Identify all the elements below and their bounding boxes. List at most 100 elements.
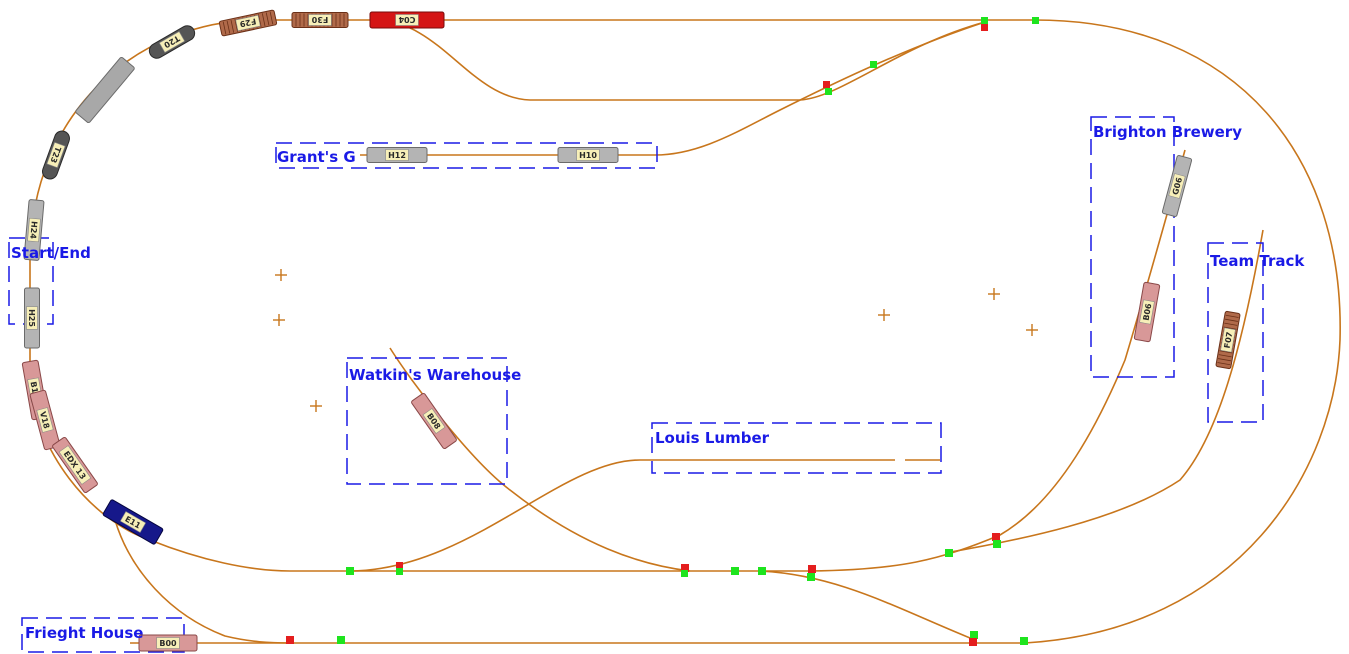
car-rib bbox=[1225, 318, 1238, 322]
watkins-spur-track[interactable] bbox=[389, 347, 691, 572]
signal-red[interactable] bbox=[396, 562, 403, 569]
car-label: H10 bbox=[579, 151, 597, 160]
industry-box-brighton[interactable] bbox=[1090, 116, 1175, 378]
car-rib bbox=[230, 19, 235, 33]
lower-crossover-track[interactable] bbox=[759, 570, 976, 641]
car-label-plate bbox=[385, 149, 409, 161]
car-t23[interactable]: T23 bbox=[40, 129, 71, 181]
signal-green[interactable] bbox=[396, 568, 403, 575]
industry-box-louis[interactable] bbox=[651, 422, 942, 474]
signal-green[interactable] bbox=[1032, 17, 1039, 24]
car-c04[interactable]: C04 bbox=[369, 11, 445, 29]
signal-green[interactable] bbox=[970, 631, 978, 639]
plus-marker[interactable] bbox=[310, 400, 322, 412]
label-frieght-house: Frieght House bbox=[25, 624, 143, 642]
signal-green[interactable] bbox=[731, 567, 739, 575]
car-rib bbox=[269, 11, 274, 25]
industry-labels: Grant's G Start/End Watkin's Warehouse L… bbox=[11, 123, 1305, 642]
label-louis: Louis Lumber bbox=[655, 429, 770, 447]
signal-green[interactable] bbox=[870, 61, 877, 68]
car-t20[interactable]: T20 bbox=[147, 23, 198, 61]
car-label: H12 bbox=[388, 151, 406, 160]
car-rib bbox=[1218, 358, 1231, 362]
car-label-plate bbox=[27, 217, 41, 243]
signal-green[interactable] bbox=[758, 567, 766, 575]
car-label: C04 bbox=[398, 15, 415, 24]
brighton-spur-track[interactable] bbox=[809, 149, 1186, 572]
signal-green[interactable] bbox=[993, 540, 1001, 548]
car-label-plate bbox=[235, 14, 261, 32]
car-v18[interactable]: V18 bbox=[29, 389, 61, 451]
signal-green[interactable] bbox=[346, 567, 354, 575]
signal-red[interactable] bbox=[992, 533, 1000, 541]
signal-red[interactable] bbox=[823, 81, 830, 88]
car-e11-engine[interactable]: E11 bbox=[102, 499, 164, 545]
industry-box-watkins[interactable] bbox=[346, 357, 508, 485]
car-label-plate bbox=[156, 637, 180, 649]
team-track-spur-track[interactable] bbox=[944, 229, 1264, 554]
car-label-plate bbox=[576, 149, 600, 161]
signal-green[interactable] bbox=[681, 570, 688, 577]
car-label: V18 bbox=[38, 411, 51, 430]
car-rib bbox=[261, 13, 266, 27]
car-f29[interactable]: F29 bbox=[218, 9, 278, 37]
signal-red[interactable] bbox=[981, 24, 988, 31]
car-b00[interactable]: B00 bbox=[138, 634, 198, 652]
car-label-plate bbox=[158, 31, 186, 53]
plus-marker[interactable] bbox=[1026, 324, 1038, 336]
label-start-end: Start/End bbox=[11, 244, 91, 262]
car-label: B10 bbox=[29, 381, 41, 400]
signal-green[interactable] bbox=[807, 573, 815, 581]
plus-marker[interactable] bbox=[273, 314, 285, 326]
car-h25[interactable]: H25 bbox=[24, 287, 40, 349]
car-rib bbox=[234, 19, 239, 32]
car-f07[interactable]: F07 bbox=[1215, 310, 1241, 370]
plus-marker[interactable] bbox=[988, 288, 1000, 300]
car-label-plate bbox=[119, 511, 147, 533]
car-f30[interactable]: F30 bbox=[291, 12, 349, 28]
car-label: F07 bbox=[1223, 331, 1235, 349]
car-label-plate bbox=[46, 142, 66, 168]
signal-red[interactable] bbox=[969, 638, 977, 646]
signal-green[interactable] bbox=[945, 549, 953, 557]
car-rib bbox=[1219, 350, 1233, 354]
signal-red[interactable] bbox=[286, 636, 294, 644]
signal-green[interactable] bbox=[981, 17, 988, 24]
signal-red[interactable] bbox=[681, 564, 689, 572]
plus-marker[interactable] bbox=[275, 269, 287, 281]
car-b08[interactable]: B08 bbox=[411, 392, 457, 450]
car-label-plate bbox=[422, 408, 446, 434]
car-rib bbox=[1217, 362, 1231, 366]
industry-box-grants[interactable] bbox=[275, 142, 658, 169]
plus-marker[interactable] bbox=[878, 309, 890, 321]
label-team-track: Team Track bbox=[1210, 252, 1305, 270]
car-h24[interactable]: H24 bbox=[23, 199, 45, 261]
signal-green[interactable] bbox=[1020, 637, 1028, 645]
car-g06[interactable]: G06 bbox=[1161, 155, 1193, 217]
signal-red[interactable] bbox=[808, 565, 816, 573]
car-h12[interactable]: H12 bbox=[366, 147, 428, 163]
grants-spur-track[interactable] bbox=[360, 21, 986, 156]
car-rib bbox=[222, 21, 227, 35]
upper-siding-track[interactable] bbox=[374, 19, 986, 101]
car-label: F30 bbox=[311, 15, 328, 24]
industry-box-team-track[interactable] bbox=[1207, 242, 1264, 423]
car-label-plate bbox=[1168, 173, 1186, 199]
label-brighton: Brighton Brewery bbox=[1093, 123, 1242, 141]
car-flat[interactable] bbox=[75, 56, 135, 124]
car-label: H24 bbox=[28, 221, 39, 240]
car-label-plate bbox=[308, 14, 332, 26]
car-rib bbox=[1223, 326, 1237, 330]
car-label-plate bbox=[58, 445, 92, 485]
rolling-stock: C04 F30 F29 T20 T23 H24 H25 B10 V18 EDX … bbox=[21, 9, 1241, 652]
car-rib bbox=[1225, 314, 1239, 318]
car-label-plate bbox=[395, 14, 419, 26]
car-label-plate bbox=[36, 407, 54, 433]
car-b06[interactable]: B06 bbox=[1133, 281, 1161, 343]
car-label-plate bbox=[1139, 299, 1155, 325]
car-h10[interactable]: H10 bbox=[557, 147, 619, 163]
car-label: B06 bbox=[1142, 302, 1154, 321]
signal-green[interactable] bbox=[825, 88, 832, 95]
signal-green[interactable] bbox=[337, 636, 345, 644]
